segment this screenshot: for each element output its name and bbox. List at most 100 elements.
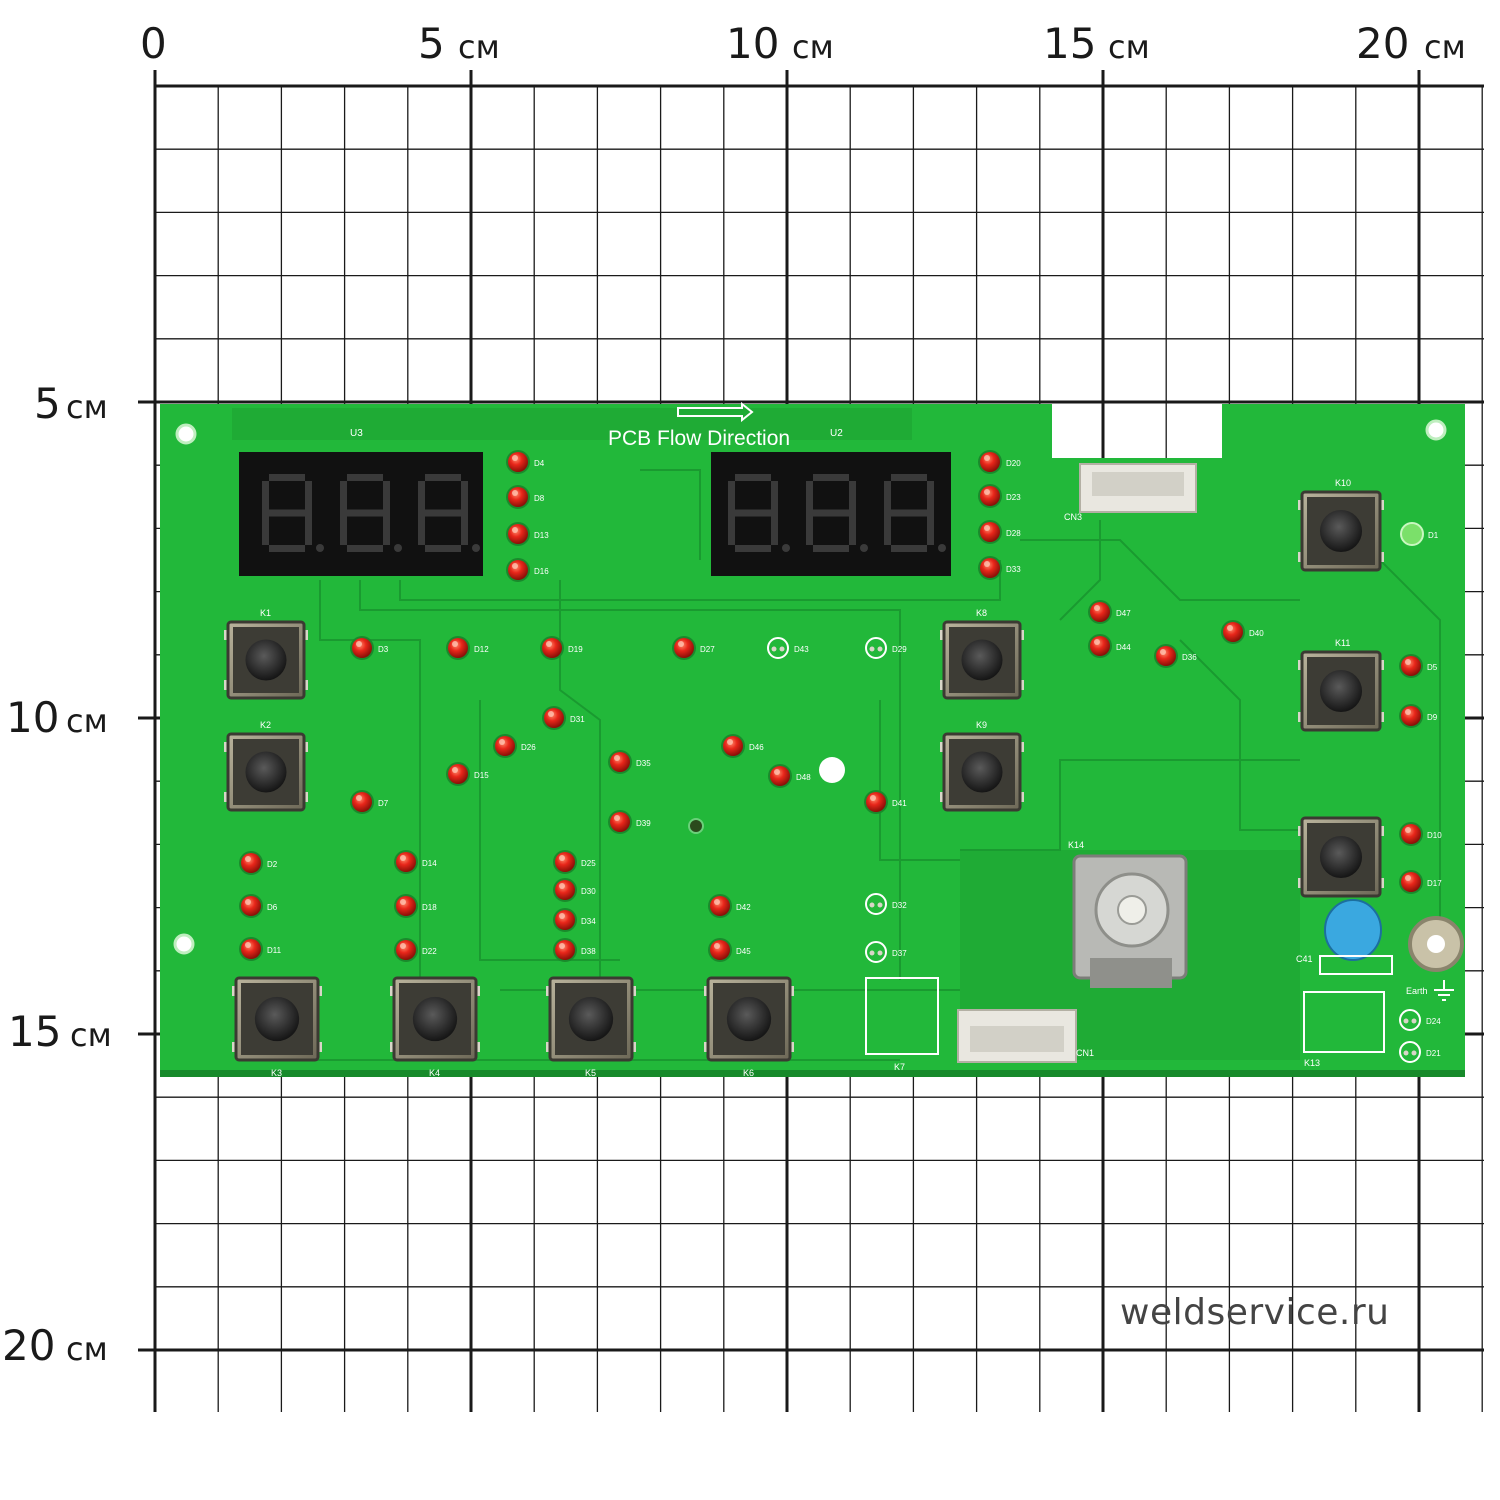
tact-button-k4[interactable]: K4 bbox=[390, 976, 480, 1078]
capacitor-c41: C41 Earth bbox=[1296, 899, 1454, 1001]
led-dome bbox=[241, 939, 261, 959]
led-d15: D15 bbox=[446, 762, 489, 786]
display-segment bbox=[418, 481, 425, 513]
tact-button-k2[interactable]: K2 bbox=[224, 720, 308, 812]
button-cap bbox=[1319, 835, 1363, 879]
display-segment bbox=[813, 509, 849, 517]
display-segment bbox=[927, 481, 934, 513]
connector-cn1-slot bbox=[970, 1026, 1064, 1052]
tact-button-k3[interactable]: K3 bbox=[232, 976, 322, 1078]
display-segment bbox=[771, 481, 778, 513]
led-glint bbox=[559, 913, 565, 919]
display-segment bbox=[735, 545, 771, 552]
led-outline bbox=[1399, 1041, 1421, 1063]
tact-button-k10[interactable]: K10 bbox=[1298, 478, 1384, 572]
button-label: K8 bbox=[976, 608, 987, 618]
led-d24: D24 bbox=[1399, 1009, 1441, 1031]
led-label: D17 bbox=[1427, 879, 1442, 888]
led-d13: D13 bbox=[506, 522, 549, 546]
button-label: K10 bbox=[1335, 478, 1351, 488]
flow-direction: PCB Flow Direction bbox=[608, 401, 790, 450]
green-via bbox=[688, 818, 704, 834]
led-d23: D23 bbox=[978, 484, 1021, 508]
led-label: D28 bbox=[1006, 529, 1021, 538]
led-label: D34 bbox=[581, 917, 596, 926]
led-glint bbox=[1227, 625, 1233, 631]
button-label-k13: K13 bbox=[1304, 1058, 1320, 1068]
led-d30: D30 bbox=[553, 878, 596, 902]
button-label: K1 bbox=[260, 608, 271, 618]
connector-cn3-label: CN3 bbox=[1064, 512, 1082, 522]
led-dome bbox=[555, 852, 575, 872]
display-segment bbox=[806, 481, 813, 513]
earth-symbol-icon bbox=[1434, 980, 1454, 1001]
pcb-trace bbox=[1059, 520, 1101, 621]
led-glint bbox=[1405, 827, 1411, 833]
led-glint bbox=[714, 899, 720, 905]
led-glint bbox=[512, 563, 518, 569]
led-glint bbox=[1160, 649, 1166, 655]
led-glint bbox=[984, 561, 990, 567]
display-dot bbox=[394, 544, 402, 552]
led-dome bbox=[1401, 824, 1421, 844]
led-dome bbox=[710, 940, 730, 960]
display-segment bbox=[813, 545, 849, 552]
led-dome bbox=[980, 522, 1000, 542]
led-d40: D40 bbox=[1221, 620, 1264, 644]
display-segment bbox=[269, 509, 305, 517]
capacitor-footprint bbox=[1319, 955, 1393, 975]
led-d38: D38 bbox=[553, 938, 596, 962]
tact-button-k9[interactable]: K9 bbox=[940, 720, 1024, 812]
ruler-left-unit-20: см bbox=[66, 1330, 108, 1368]
led-label: D46 bbox=[749, 743, 764, 752]
led-label: D40 bbox=[1249, 629, 1264, 638]
earth-ring-hole bbox=[1427, 935, 1445, 953]
tact-button-k8[interactable]: K8 bbox=[940, 608, 1024, 700]
led-pin bbox=[869, 950, 875, 956]
encoder-base bbox=[1090, 958, 1172, 988]
display-segment bbox=[262, 481, 269, 513]
led-d19: D19 bbox=[540, 636, 583, 660]
tact-button-k11[interactable]: K11 bbox=[1298, 638, 1384, 732]
display-segment bbox=[425, 474, 461, 481]
led-dome bbox=[396, 896, 416, 916]
ruler-top-0: 0 bbox=[140, 19, 167, 68]
led-label: D22 bbox=[422, 947, 437, 956]
tact-button-k12[interactable]: K12 bbox=[1298, 816, 1384, 914]
led-dome bbox=[448, 764, 468, 784]
led-label: D3 bbox=[378, 645, 389, 654]
led-glint bbox=[1094, 639, 1100, 645]
tact-button-k5[interactable]: K5 bbox=[546, 976, 636, 1078]
led-label: D14 bbox=[422, 859, 437, 868]
pcb-trace bbox=[640, 469, 701, 560]
button-cap bbox=[1319, 669, 1363, 713]
led-label: D44 bbox=[1116, 643, 1131, 652]
led-d33: D33 bbox=[978, 556, 1021, 580]
tact-button-k1[interactable]: K1 bbox=[224, 608, 308, 700]
pcb-panel-left bbox=[232, 408, 912, 440]
display-segment bbox=[849, 481, 856, 513]
led-glint bbox=[559, 855, 565, 861]
display-dot bbox=[316, 544, 324, 552]
led-pin bbox=[771, 646, 777, 652]
flow-label: PCB Flow Direction bbox=[608, 427, 790, 450]
led-d14: D14 bbox=[394, 850, 437, 874]
led-dome bbox=[544, 708, 564, 728]
tact-button-k6[interactable]: K6 bbox=[704, 976, 794, 1078]
ruler-left-unit-5: см bbox=[66, 388, 108, 426]
button-cap bbox=[245, 639, 287, 681]
connectors: CN3 CN1 bbox=[957, 463, 1197, 1063]
encoder-label: K14 bbox=[1068, 840, 1084, 850]
button-cap bbox=[726, 996, 772, 1042]
led-label: D38 bbox=[581, 947, 596, 956]
led-d46: D46 bbox=[721, 734, 764, 758]
display-segment bbox=[728, 481, 735, 513]
led-d20: D20 bbox=[978, 450, 1021, 474]
led-label: D19 bbox=[568, 645, 583, 654]
led-dome bbox=[1223, 622, 1243, 642]
tact-buttons: K1K2K3K4K5K6K8K9K10K11K12K7K13 bbox=[224, 478, 1384, 1078]
led-glint bbox=[400, 855, 406, 861]
rotary-encoder: K14 bbox=[1068, 840, 1188, 988]
pcb-trace bbox=[399, 580, 940, 601]
